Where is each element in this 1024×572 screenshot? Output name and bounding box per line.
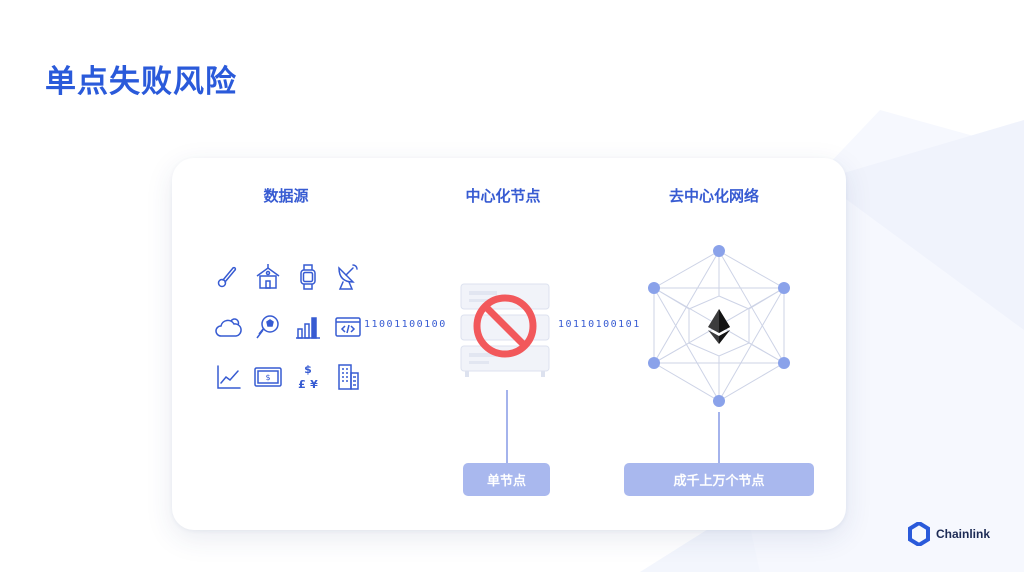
line-chart-icon	[213, 362, 243, 392]
network-node	[648, 357, 660, 369]
ethereum-icon	[708, 309, 730, 344]
svg-text:¥: ¥	[310, 378, 318, 391]
chainlink-brand: Chainlink	[908, 520, 990, 548]
currency-icon: $ £ ¥	[293, 362, 323, 392]
decentralized-network-heading: 去中心化网络	[668, 187, 759, 205]
decentralized-network-graph	[648, 245, 790, 407]
svg-text:$: $	[304, 363, 312, 376]
svg-text:$: $	[265, 373, 270, 382]
prohibited-icon	[473, 294, 537, 358]
web-code-icon	[333, 312, 363, 342]
smartwatch-icon	[293, 262, 323, 292]
school-icon	[253, 262, 283, 292]
binary-stream-right: 10110100101	[558, 319, 641, 330]
svg-text:£: £	[298, 378, 306, 391]
page-title: 单点失败风险	[45, 64, 237, 100]
chainlink-logo-icon	[908, 522, 930, 546]
many-nodes-label: 成千上万个节点	[624, 463, 814, 496]
bar-chart-icon	[293, 312, 323, 342]
network-node	[648, 282, 660, 294]
satellite-dish-icon	[333, 262, 363, 292]
brand-name: Chainlink	[936, 527, 991, 541]
central-node-heading: 中心化节点	[465, 187, 541, 205]
network-node	[713, 245, 725, 257]
network-node	[778, 357, 790, 369]
single-node-connector	[506, 390, 508, 463]
data-sources-heading: 数据源	[263, 187, 309, 205]
thermometer-icon	[213, 262, 243, 292]
sports-ball-icon	[253, 312, 283, 342]
network-connector	[718, 412, 720, 463]
single-node-label: 单节点	[463, 463, 550, 496]
weather-cloud-icon	[213, 312, 243, 342]
building-icon	[333, 362, 363, 392]
network-node	[778, 282, 790, 294]
payment-card-icon: $	[253, 362, 283, 392]
binary-stream-left: 11001100100	[364, 319, 447, 330]
network-node	[713, 395, 725, 407]
